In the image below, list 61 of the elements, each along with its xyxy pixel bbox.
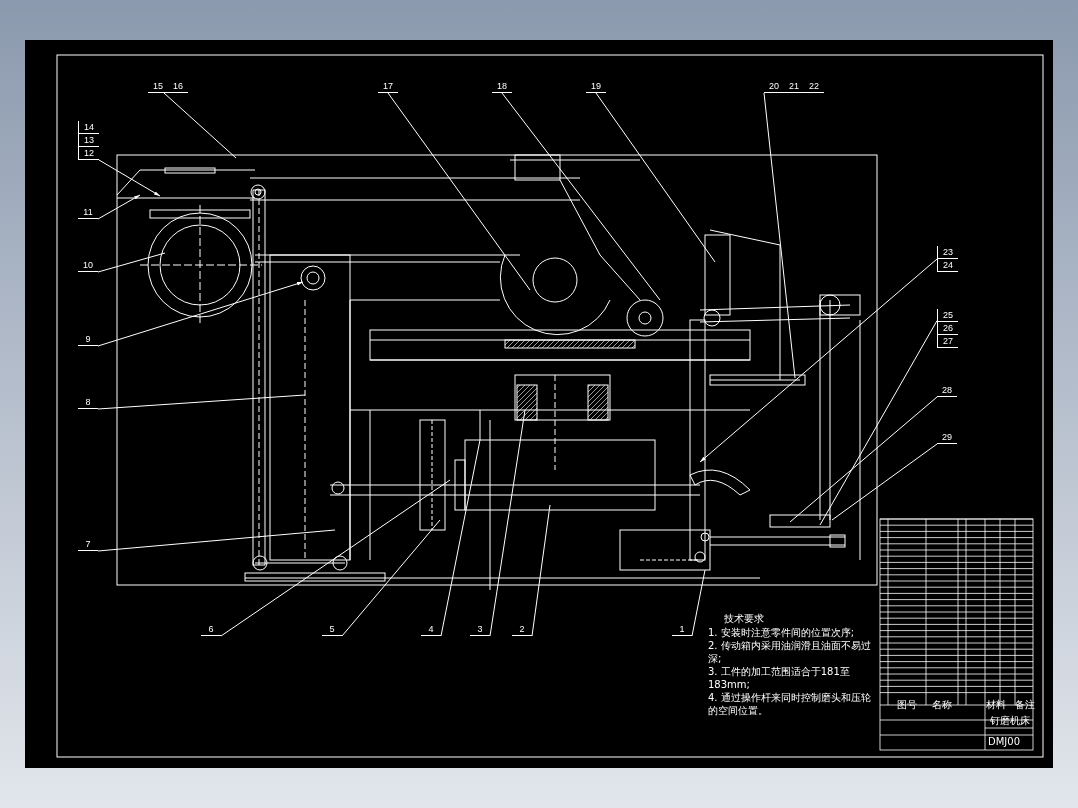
leader-line (595, 92, 716, 263)
leader-line (97, 281, 304, 347)
leader-line (819, 320, 938, 526)
callout-number: 6 (201, 623, 221, 636)
callout-number: 3 (470, 623, 490, 636)
callout-number: 19 (586, 80, 606, 93)
note-text: 3. 工件的加工范围适合于181至183mm; (708, 665, 851, 691)
leader-line (97, 194, 141, 220)
leader-line (699, 258, 938, 463)
leader-line (501, 92, 661, 301)
leader-line (831, 443, 938, 521)
leader-line (763, 92, 796, 379)
callout-number: 14 (78, 121, 99, 134)
callout-number: 22 (804, 80, 824, 93)
leader-line (98, 159, 161, 197)
leader-line (440, 439, 481, 637)
leader-line (691, 569, 706, 637)
leader-line (97, 252, 166, 273)
leader-line (789, 396, 938, 523)
leader-line (97, 394, 306, 410)
callout-number: 4 (421, 623, 441, 636)
drawing-title: 钉磨机床 (990, 714, 1031, 727)
leader-line (531, 504, 551, 637)
note-text: 4. 通过操作杆来同时控制磨头和压轮的空间位置。 (708, 691, 872, 717)
table-header: 图号 (897, 699, 918, 710)
callout-number: 23 (937, 246, 958, 259)
note-text: 2. 传动箱内采用油润滑且油面不易过深; (708, 639, 872, 665)
callout-number: 1 (672, 623, 692, 636)
table-header: 备注 (1015, 699, 1036, 710)
table-header: 名称 (932, 699, 953, 710)
callout-number: 24 (937, 259, 958, 272)
callout-number: 13 (78, 134, 99, 147)
table-header: 材料 (986, 699, 1007, 710)
callout-number: 12 (78, 147, 99, 160)
callout-number: 17 (378, 80, 398, 93)
leader-line (220, 479, 451, 637)
callout-number: 11 (78, 206, 98, 219)
callout-number: 28 (937, 384, 957, 397)
callout-number: 8 (78, 396, 98, 409)
callout-number: 26 (937, 322, 958, 335)
notes-heading: 技术要求 (724, 612, 765, 625)
leader-line (387, 92, 531, 291)
note-text: 1. 安装时注意零件间的位置次序; (708, 626, 856, 639)
callout-number: 18 (492, 80, 512, 93)
leader-line (97, 529, 336, 552)
leader-line (163, 92, 237, 159)
callout-number: 25 (937, 309, 958, 322)
drawing-number: DMJ00 (988, 736, 1021, 747)
leader-line (489, 409, 526, 637)
callout-number: 7 (78, 538, 98, 551)
callout-number: 2 (512, 623, 532, 636)
leader-line (341, 519, 441, 637)
callout-number: 21 (784, 80, 804, 93)
callout-number: 10 (78, 259, 98, 272)
callout-number: 9 (78, 333, 98, 346)
callout-number: 5 (322, 623, 342, 636)
callout-number: 29 (937, 431, 957, 444)
callout-number: 15 (148, 80, 168, 93)
callout-number: 27 (937, 335, 958, 348)
callout-number: 16 (168, 80, 188, 93)
callout-number: 20 (764, 80, 784, 93)
